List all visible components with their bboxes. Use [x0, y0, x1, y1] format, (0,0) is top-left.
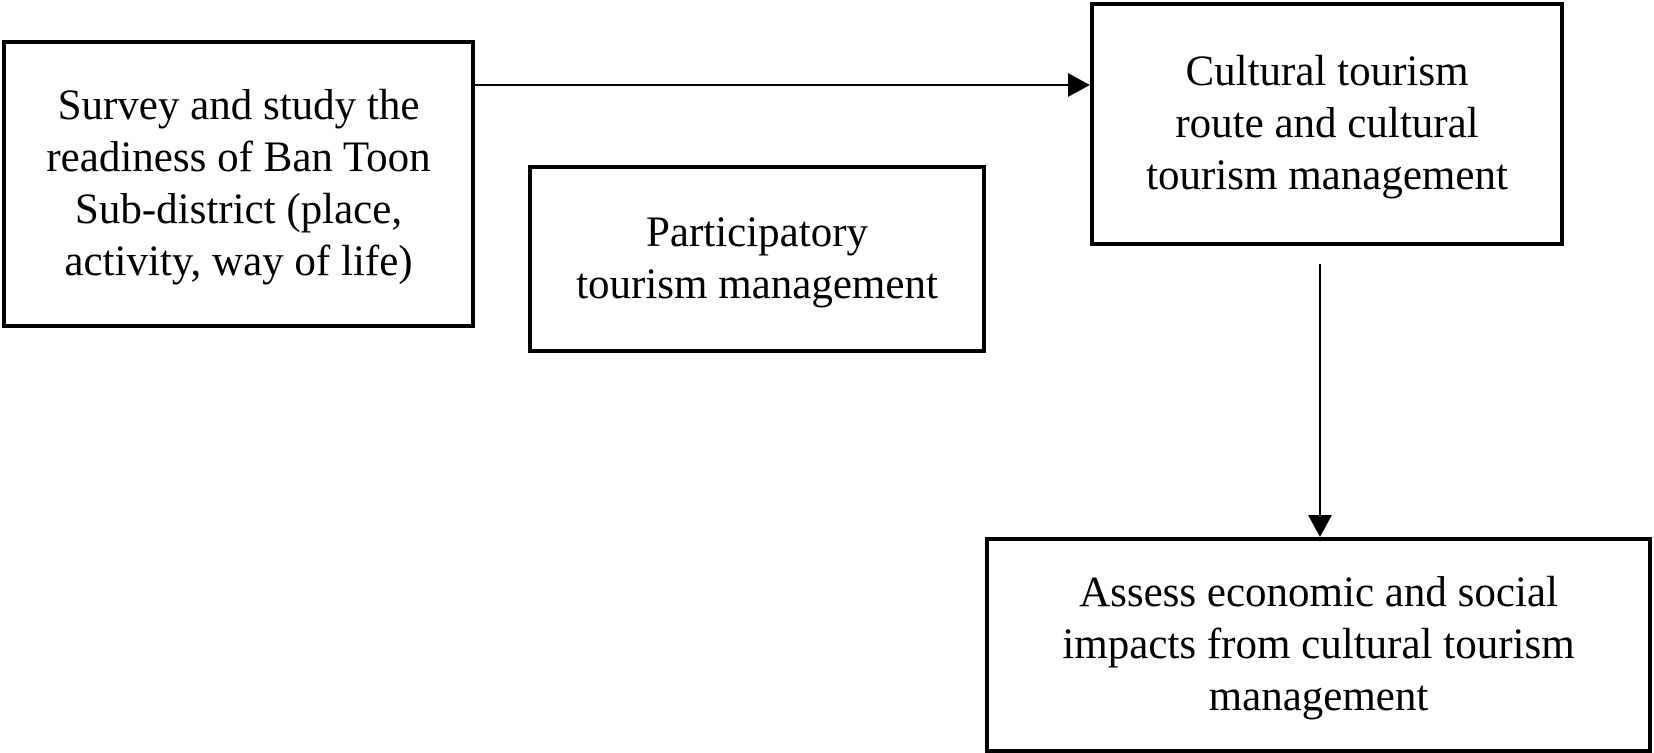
- node-cultural-tourism-route: Cultural tourism route and cultural tour…: [1090, 2, 1564, 246]
- arrowhead-down-icon: [1308, 515, 1332, 537]
- node-cultural-tourism-route-label: Cultural tourism route and cultural tour…: [1146, 48, 1508, 199]
- node-survey-readiness: Survey and study the readiness of Ban To…: [2, 40, 475, 328]
- arrow-survey-to-route: [475, 73, 1090, 97]
- arrow-route-to-assess: [1308, 264, 1332, 537]
- arrowhead-right-icon: [1068, 73, 1090, 97]
- node-participatory-management-label: Participatory tourism management: [576, 209, 938, 308]
- node-assess-impacts-label: Assess economic and social impacts from …: [1062, 569, 1575, 720]
- node-participatory-management: Participatory tourism management: [528, 165, 986, 353]
- node-assess-impacts: Assess economic and social impacts from …: [985, 537, 1652, 753]
- node-survey-readiness-label: Survey and study the readiness of Ban To…: [46, 82, 431, 285]
